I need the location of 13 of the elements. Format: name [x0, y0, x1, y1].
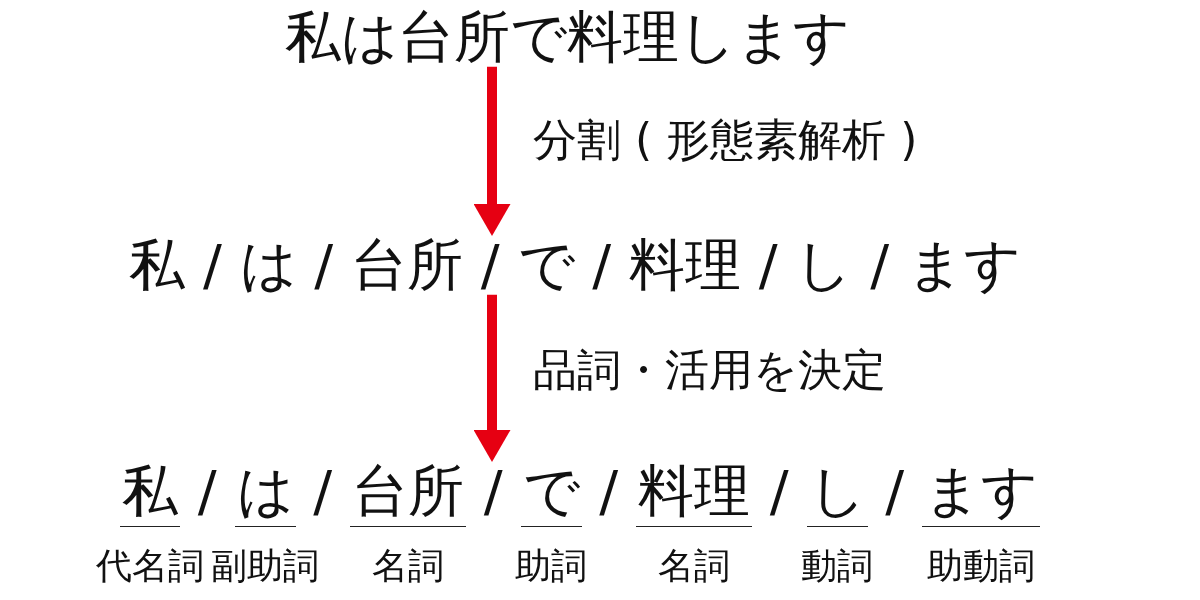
part-of-speech-label: 名詞: [658, 546, 730, 586]
part-of-speech-label: 助詞: [515, 546, 587, 586]
part-of-speech-label: 代名詞: [96, 546, 204, 586]
sentence-text: 私 / は / 台所 / で / 料理 / し / ます: [129, 236, 1021, 295]
part-of-speech-label: 副助詞: [211, 546, 319, 586]
part-of-speech-label: 助動詞: [927, 546, 1035, 586]
sentence-text: 私は台所で料理します: [284, 8, 850, 67]
arrow: [473, 66, 511, 236]
arrow: [473, 294, 511, 462]
edge-label: 品詞・活用を決定: [533, 345, 886, 395]
tagged-sentence-text: 私 / は / 台所 / で / 料理 / し / ます: [120, 462, 1040, 527]
part-of-speech-label: 名詞: [372, 546, 444, 586]
part-of-speech-label: 動詞: [801, 546, 873, 586]
